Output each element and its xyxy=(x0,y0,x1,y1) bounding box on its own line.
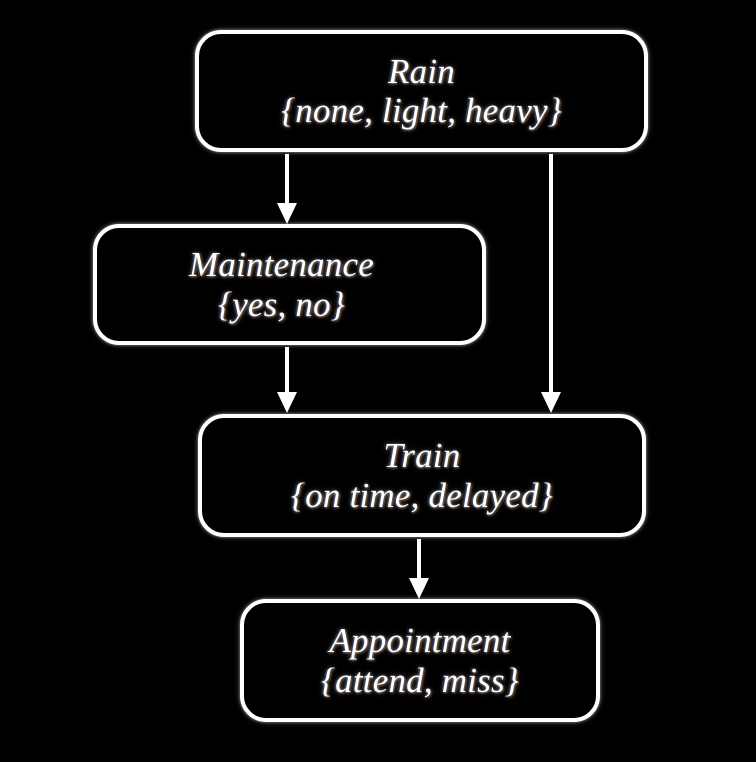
node-maintenance-states: {yes, no} xyxy=(218,284,345,324)
node-rain-states: {none, light, heavy} xyxy=(281,91,562,130)
node-appointment-states: {attend, miss} xyxy=(320,660,520,700)
node-appointment-name: Appointment xyxy=(329,621,511,661)
node-maintenance[interactable]: Maintenance {yes, no} xyxy=(93,224,486,345)
node-train-name: Train xyxy=(383,436,461,476)
node-rain[interactable]: Rain {none, light, heavy} xyxy=(195,30,648,152)
node-train-states: {on time, delayed} xyxy=(291,475,553,515)
node-train[interactable]: Train {on time, delayed} xyxy=(198,414,646,537)
node-rain-name: Rain xyxy=(388,51,455,91)
node-appointment[interactable]: Appointment {attend, miss} xyxy=(240,599,600,722)
node-maintenance-name: Maintenance xyxy=(189,245,374,285)
